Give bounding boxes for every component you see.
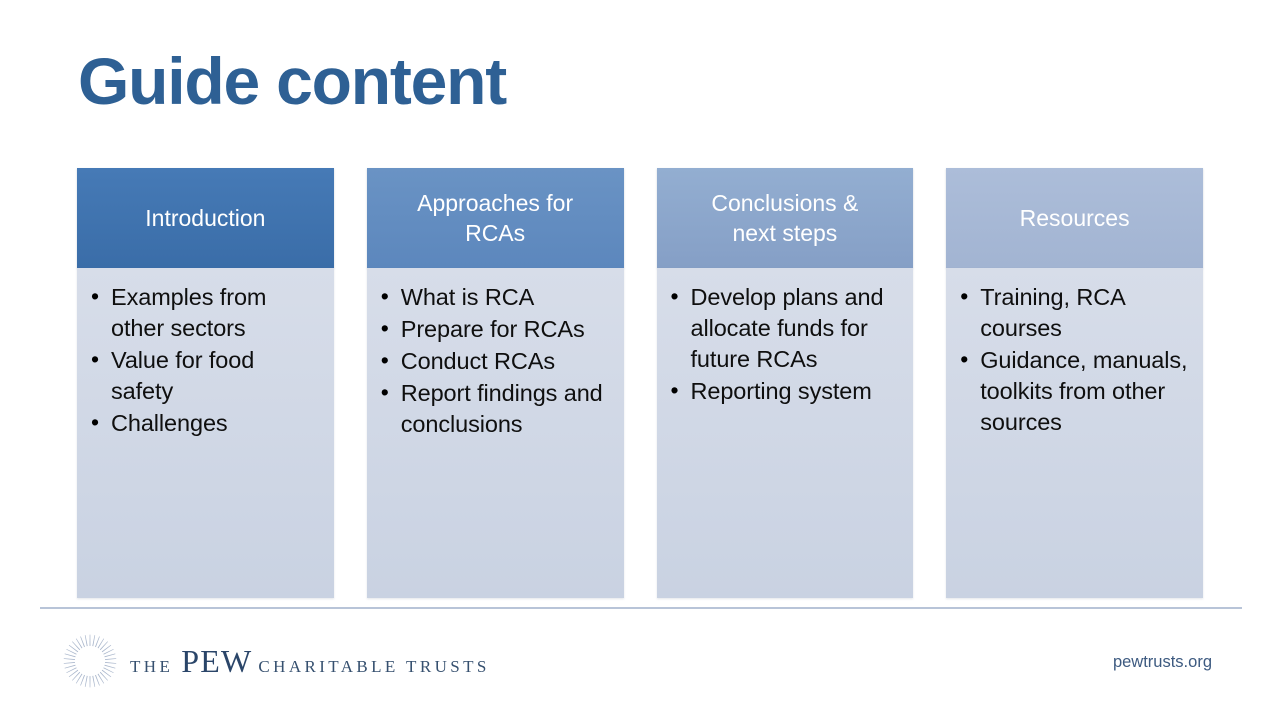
- list-item: Reporting system: [667, 375, 902, 407]
- footer-divider: [40, 607, 1242, 609]
- column-header-line: Introduction: [145, 204, 266, 231]
- column-header-line: Resources: [1019, 204, 1130, 231]
- list-item: Guidance, manuals, toolkits from other s…: [956, 344, 1191, 438]
- bullet-list: What is RCA Prepare for RCAs Conduct RCA…: [377, 281, 612, 440]
- list-item: Prepare for RCAs: [377, 313, 612, 345]
- page-title: Guide content: [78, 44, 507, 118]
- column-header-conclusions: Conclusions & next steps: [656, 168, 914, 268]
- pew-logo-the: THE: [130, 656, 174, 676]
- column-header-line: Approaches for: [417, 189, 574, 216]
- column-body-introduction: Examples from other sectors Value for fo…: [77, 268, 334, 598]
- content-column-introduction: Introduction Examples from other sectors…: [77, 168, 334, 598]
- list-item: Challenges: [87, 407, 322, 439]
- column-body-conclusions: Develop plans and allocate funds for fut…: [656, 268, 914, 598]
- pew-logo: THE PEW CHARITABLE TRUSTS: [62, 633, 490, 689]
- pew-logo-charitable-trusts: CHARITABLE TRUSTS: [258, 656, 490, 676]
- column-header-line: Conclusions &: [711, 189, 859, 216]
- bullet-list: Develop plans and allocate funds for fut…: [667, 281, 902, 407]
- content-column-approaches: Approaches for RCAs What is RCA Prepare …: [366, 168, 624, 598]
- pew-logo-text: THE PEW CHARITABLE TRUSTS: [130, 643, 490, 680]
- list-item: Develop plans and allocate funds for fut…: [667, 281, 902, 375]
- footer-url: pewtrusts.org: [1112, 653, 1212, 671]
- content-column-conclusions: Conclusions & next steps Develop plans a…: [656, 168, 914, 598]
- list-item: Conduct RCAs: [377, 345, 612, 377]
- bullet-list: Examples from other sectors Value for fo…: [87, 281, 322, 439]
- bullet-list: Training, RCA courses Guidance, manuals,…: [956, 281, 1191, 438]
- list-item: Report findings and conclusions: [377, 377, 612, 440]
- content-columns: Introduction Examples from other sectors…: [77, 168, 1203, 598]
- column-header-line: RCAs: [465, 220, 526, 246]
- column-header-introduction: Introduction: [77, 168, 334, 268]
- content-column-resources: Resources Training, RCA courses Guidance…: [946, 168, 1203, 598]
- pew-logo-pew: PEW: [181, 642, 253, 679]
- list-item: Examples from other sectors: [87, 281, 322, 344]
- column-body-resources: Training, RCA courses Guidance, manuals,…: [946, 268, 1203, 598]
- list-item: Value for food safety: [87, 344, 322, 407]
- list-item: What is RCA: [377, 281, 612, 313]
- list-item: Training, RCA courses: [956, 281, 1191, 344]
- column-header-resources: Resources: [946, 168, 1203, 268]
- column-header-approaches: Approaches for RCAs: [366, 168, 624, 268]
- column-header-line: next steps: [732, 220, 838, 246]
- pew-sunburst-icon: [62, 633, 118, 689]
- column-body-approaches: What is RCA Prepare for RCAs Conduct RCA…: [366, 268, 624, 598]
